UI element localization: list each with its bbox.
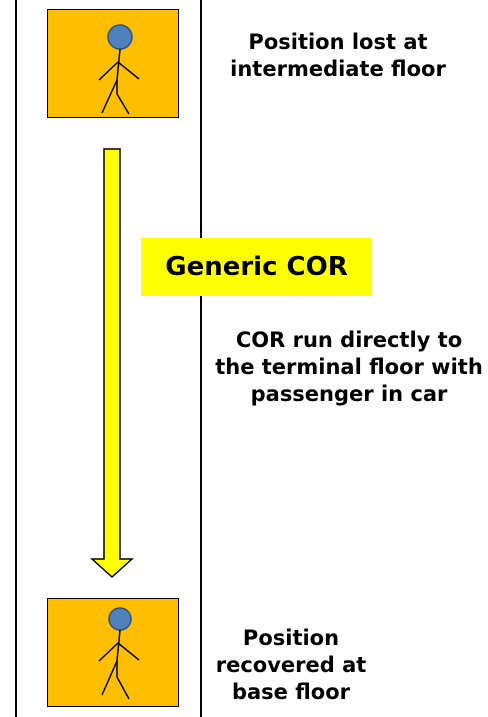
elevator-car-top <box>47 9 179 118</box>
elevator-car-bottom <box>47 598 179 707</box>
shaft-line-left <box>15 0 17 717</box>
shaft-line-right <box>200 0 202 717</box>
person-icon <box>98 24 140 115</box>
label-cor-run: COR run directly to the terminal floor w… <box>215 328 483 406</box>
person-icon <box>98 607 140 700</box>
label-position-lost: Position lost at intermediate floor <box>230 30 446 81</box>
generic-cor-tag: Generic COR <box>141 238 372 296</box>
label-position-recovered: Position recovered at base floor <box>215 626 367 704</box>
